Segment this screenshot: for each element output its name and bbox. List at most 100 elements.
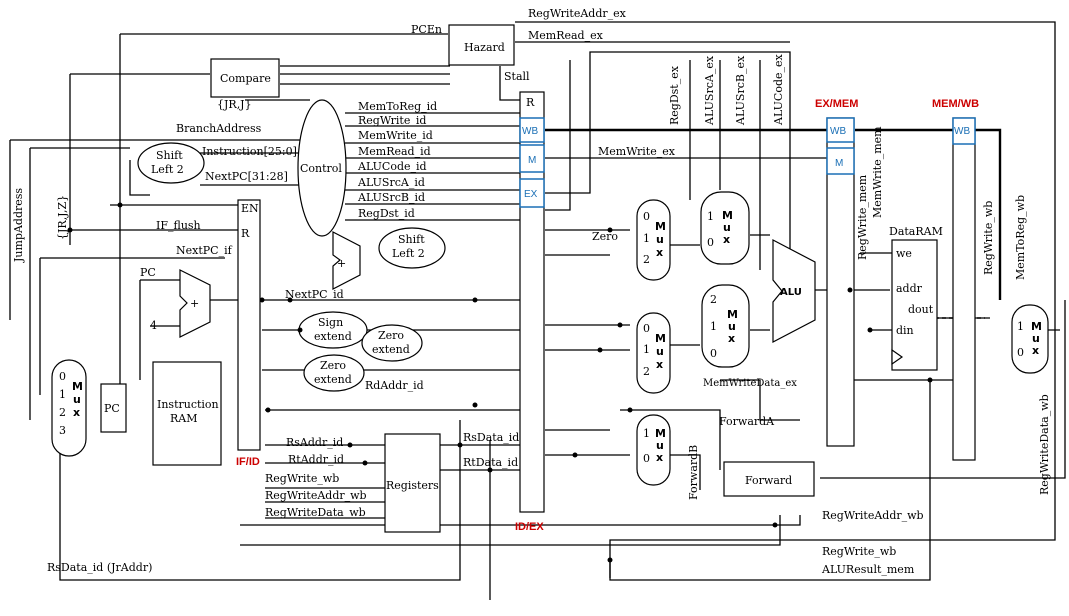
compare-label: Compare [220, 72, 271, 85]
sig-reg-write-addr-wb-in: RegWriteAddr_wb [265, 489, 367, 502]
mux-b-in1: 1 [643, 343, 650, 356]
if-id-r: R [241, 227, 250, 240]
sig-mem-write-ex: MemWrite_ex [598, 145, 676, 158]
sig-alu-src-a-id: ALUSrcA_id [357, 176, 425, 189]
junction-dots [67, 202, 933, 563]
sig-reg-write-addr-wb-bottom: RegWriteAddr_wb [822, 509, 924, 522]
ex-mem-m-field [826, 147, 855, 175]
sig-branch-address: BranchAddress [176, 122, 262, 135]
mux-e-m: M [727, 308, 738, 321]
sig-next-pc-if: NextPC_if [176, 244, 233, 257]
sig-reg-dst-id: RegDst_id [358, 207, 415, 220]
ex-mem-wb-field [826, 117, 855, 143]
branch-adder [332, 231, 361, 290]
pc-mux-in2: 2 [59, 406, 66, 419]
pc-mux-m: M [72, 380, 83, 393]
id-ex-r: R [526, 96, 535, 109]
shift-left2-lower-line2: Left 2 [392, 247, 425, 260]
register-file [384, 433, 441, 533]
id-ex-m-field [519, 144, 545, 173]
hazard-unit [448, 24, 515, 66]
compare-unit [210, 58, 280, 98]
zero-extend-right-line2: extend [372, 343, 410, 356]
sig-jr-j: {JR,J} [217, 98, 252, 111]
data-ram [891, 239, 938, 371]
data-ram-din: din [896, 324, 914, 337]
sig-mem-write-id: MemWrite_id [358, 129, 433, 142]
forwarding-unit [723, 461, 815, 497]
register-file-label: Registers [386, 479, 439, 492]
mem-wb-register [952, 117, 976, 461]
mux-wb-x: x [1032, 344, 1039, 357]
mux-a-in0: 0 [643, 210, 650, 223]
sig-alu-result-mem: ALUResult_mem [821, 563, 915, 576]
mux-b-u: u [656, 345, 664, 358]
mux-b-x: x [656, 358, 663, 371]
sig-forward-a: ForwardA [719, 415, 775, 428]
sig-mem-to-reg-id: MemToReg_id [358, 100, 437, 113]
sig-next-pc-31-28: NextPC[31:28] [205, 170, 288, 183]
pc-register-label: PC [104, 402, 120, 415]
sig-rs-data-id: RsData_id [463, 431, 519, 444]
instruction-ram-line2: RAM [170, 412, 198, 425]
pc-mux [51, 359, 87, 457]
shift-left2-upper [137, 142, 205, 184]
mux-e-u: u [728, 320, 736, 333]
mux-b-in2: 2 [643, 365, 650, 378]
sig-alu-code-ex: ALUCode_ex [772, 53, 785, 126]
mux-c-u: u [723, 221, 731, 234]
mem-wb-wb: WB [954, 126, 970, 137]
alu-src-a-forward-mux [636, 199, 671, 281]
sig-alu-src-b-id: ALUSrcB_id [357, 191, 425, 204]
sig-reg-write-data-wb-in: RegWriteData_wb [265, 506, 366, 519]
pc-mux-in1: 1 [59, 388, 66, 401]
sig-four: 4 [150, 319, 157, 332]
mux-d-in0: 0 [643, 452, 650, 465]
pc-mux-in0: 0 [59, 370, 66, 383]
sig-mem-write-mem: MemWrite_mem [871, 126, 884, 218]
sig-reg-write-data-wb-v: RegWriteData_wb [1038, 394, 1051, 495]
if-id-en: EN [241, 202, 259, 215]
sig-rt-data-id: RtData_id [463, 456, 518, 469]
sig-if-flush: IF_flush [156, 219, 201, 232]
mux-a-m: M [655, 220, 666, 233]
mem-wb-wb-field [952, 117, 976, 145]
mux-c-m: M [722, 209, 733, 222]
pc-mux-u: u [73, 393, 81, 406]
pc-adder-plus: + [190, 297, 199, 310]
mux-e-in1: 1 [710, 320, 717, 333]
sig-mem-read-id: MemRead_id [358, 145, 431, 158]
mux-wb-m: M [1031, 320, 1042, 333]
mux-wb-in0: 0 [1017, 346, 1024, 359]
id-ex-ex-field [519, 178, 545, 208]
alu-src-b-forward-mux [636, 312, 671, 394]
id-ex-wb-field [519, 117, 545, 143]
id-ex-label: ID/EX [515, 521, 544, 533]
mux-b-in0: 0 [643, 322, 650, 335]
mux-wb-in1: 1 [1017, 320, 1024, 333]
mux-c-in0: 0 [707, 236, 714, 249]
sig-reg-write-wb-v: RegWrite_wb [982, 201, 995, 275]
alu-label: ALU [780, 287, 802, 298]
zero-extend-right-line1: Zero [378, 329, 404, 342]
mem-wb-label: MEM/WB [932, 98, 979, 110]
zero-extend-right [361, 324, 423, 362]
zero-extend-left-line1: Zero [320, 359, 346, 372]
control-unit [297, 99, 347, 237]
if-id-register [237, 199, 261, 451]
sign-extend-line1: Sign [318, 316, 343, 329]
shift-left2-lower-line1: Shift [398, 233, 425, 246]
writeback-mux [1011, 304, 1049, 374]
hazard-label: Hazard [464, 41, 505, 54]
mux-e-in2: 2 [710, 293, 717, 306]
sig-mem-to-reg-wb: MemToReg_wb [1014, 195, 1027, 280]
id-ex-wb: WB [522, 126, 538, 137]
pc-mux-x: x [73, 406, 80, 419]
ex-mem-wb: WB [830, 126, 846, 137]
wires [9, 21, 1066, 600]
sig-next-pc-id: NextPC_id [285, 288, 344, 301]
sig-zero: Zero [592, 230, 618, 243]
mem-write-data-mux [636, 414, 671, 486]
data-ram-clock-icon [891, 348, 904, 366]
